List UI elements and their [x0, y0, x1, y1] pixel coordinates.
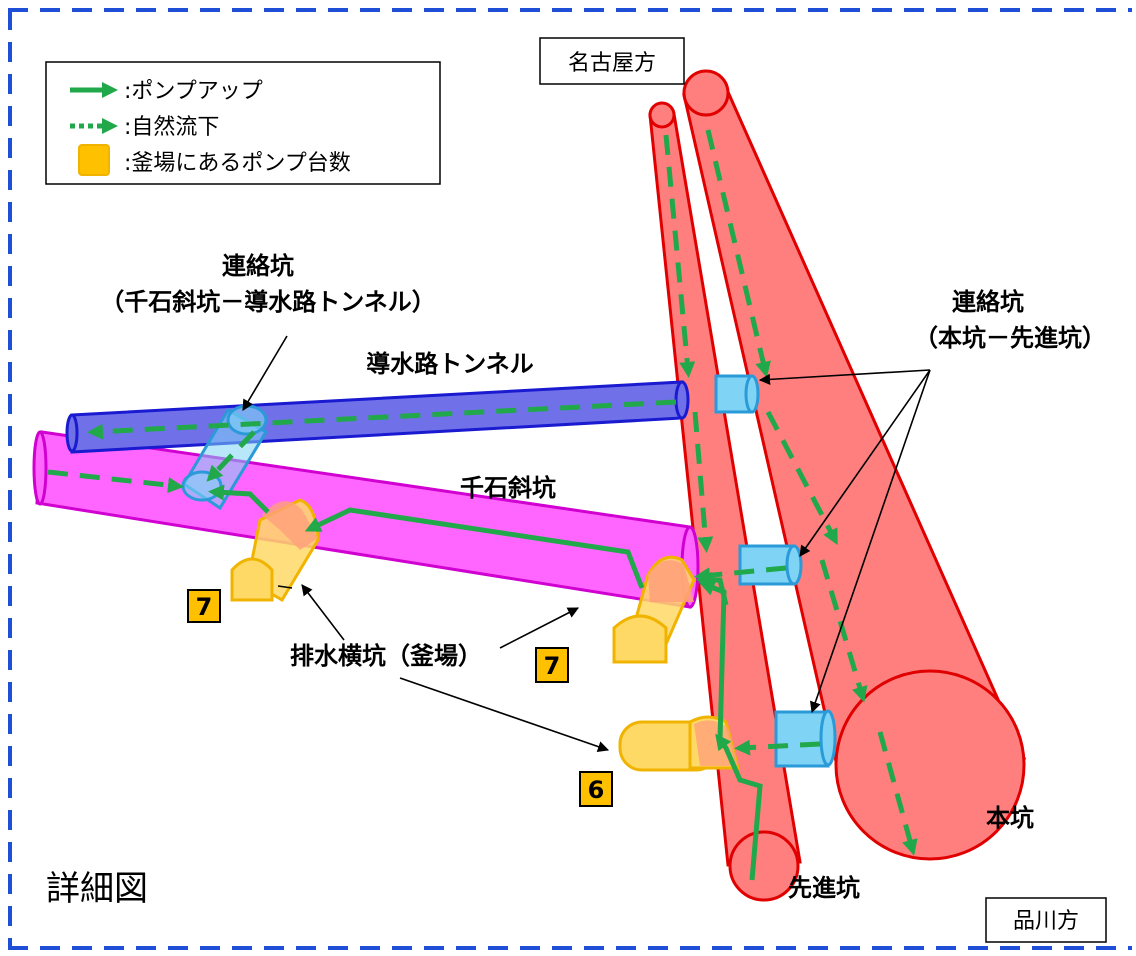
natural-flow-arrows	[47, 129, 918, 856]
legend: :ポンプアップ :自然流下 :釜場にあるポンプ台数	[45, 61, 441, 185]
sump-left	[230, 498, 320, 603]
direction-shinagawa-label: 品川方	[1013, 909, 1079, 934]
sump-middle	[612, 555, 696, 664]
direction-nagoya: 名古屋方	[539, 37, 685, 85]
connecting-passage-right-title: 連絡坑	[952, 288, 1024, 316]
pump-count-left: 7	[187, 589, 221, 623]
legend-natural-flow: :自然流下	[124, 115, 219, 140]
legend-pump-up: :ポンプアップ	[124, 79, 263, 104]
pump-count-middle-value: 7	[544, 652, 561, 680]
pilot-tunnel-label: 先進坑	[788, 874, 860, 902]
sump-square-icon	[78, 144, 110, 176]
detail-view-label: 詳細図	[46, 869, 148, 909]
drainage-passage-label: 排水横坑（釜場）	[290, 642, 482, 670]
connector-right-bottom	[774, 709, 837, 768]
main-tunnel-label: 本坑	[986, 804, 1034, 832]
pilot-tunnel	[648, 101, 802, 902]
pointer-lines	[242, 335, 931, 752]
pump-count-bottom: 6	[579, 771, 613, 807]
connector-right-top	[714, 374, 760, 414]
direction-nagoya-label: 名古屋方	[568, 51, 656, 76]
dashed-frame	[8, 8, 1132, 950]
main-tunnel	[682, 69, 1027, 861]
connecting-passage-upper-title: 連絡坑	[222, 252, 294, 280]
connector-right-middle	[738, 544, 803, 586]
pump-count-left-value: 7	[196, 593, 213, 621]
pump-up-arrows	[208, 484, 763, 881]
connecting-passage-right-subtitle: （本坑－先進坑）	[914, 324, 1106, 352]
sengoku-shaft-label: 千石斜坑	[460, 474, 556, 502]
connecting-passage-upper-subtitle: （千石斜坑－導水路トンネル）	[100, 288, 436, 316]
conduit-tunnel-label: 導水路トンネル	[366, 350, 534, 378]
pump-count-bottom-value: 6	[588, 776, 605, 804]
direction-shinagawa: 品川方	[985, 897, 1107, 943]
legend-pump-count: :釜場にあるポンプ台数	[124, 151, 351, 176]
sengoku-shaft	[32, 430, 700, 609]
pump-count-middle: 7	[535, 647, 569, 683]
